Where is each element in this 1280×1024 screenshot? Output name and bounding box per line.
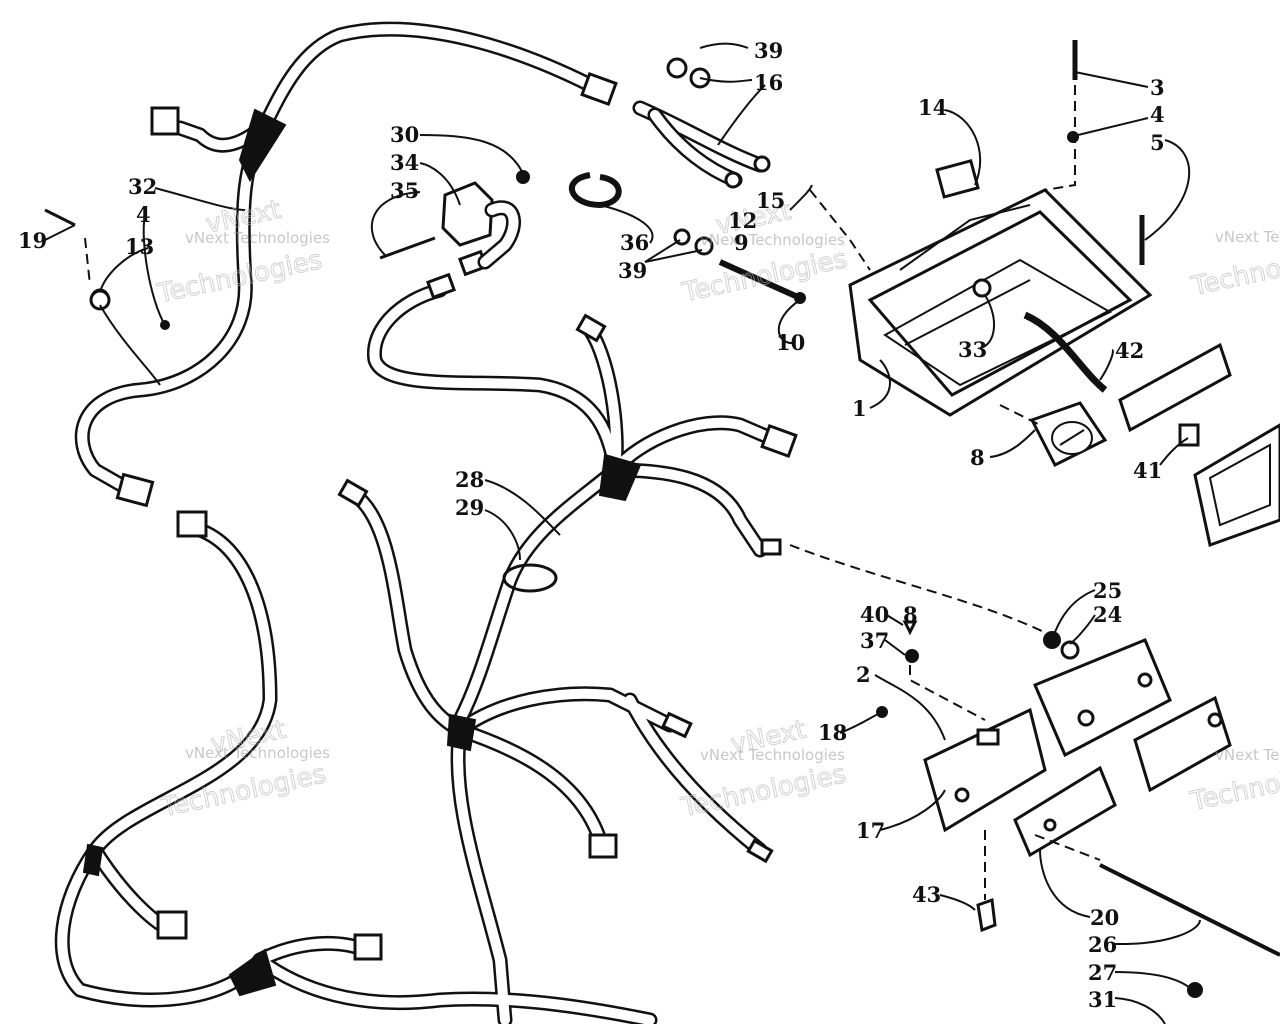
callout-29: 29 [455, 495, 484, 520]
connector [588, 833, 618, 859]
callout-17: 17 [856, 818, 885, 843]
cable-26 [1099, 863, 1280, 957]
connector [337, 478, 369, 508]
watermark-text: vNext Technologies [185, 744, 330, 762]
callout-39: 39 [618, 258, 647, 283]
connector [760, 538, 782, 556]
callout-18: 18 [818, 720, 847, 745]
callout-42: 42 [1115, 338, 1144, 363]
washer-4 [1067, 131, 1079, 143]
label-14 [935, 158, 980, 199]
callout-4: 4 [1150, 102, 1165, 127]
callout-20: 20 [1090, 905, 1119, 930]
callout-40: 40 [860, 602, 889, 627]
callout-4: 4 [136, 202, 151, 227]
connector [426, 272, 456, 300]
callout-25: 25 [1093, 578, 1122, 603]
callout-5: 5 [1150, 130, 1165, 155]
callout-31: 31 [1088, 987, 1117, 1012]
callout-36: 36 [620, 230, 649, 255]
callout-37: 37 [860, 628, 889, 653]
callout-34: 34 [390, 150, 419, 175]
snap-ring-36 [568, 172, 622, 209]
connector [760, 423, 798, 459]
watermark-text: vNext Technologies [700, 231, 845, 249]
screw-18 [876, 706, 888, 718]
callout-16: 16 [754, 70, 783, 95]
connector [176, 510, 208, 538]
washer-24 [1060, 640, 1080, 660]
callout-9: 9 [734, 230, 749, 255]
connector [115, 472, 155, 508]
assembly-lines [84, 85, 1101, 900]
callout-43: 43 [912, 882, 941, 907]
leader-lines [44, 42, 1201, 1024]
callout-3: 3 [1150, 75, 1165, 100]
connector [150, 106, 180, 136]
callout-30: 30 [390, 122, 419, 147]
callout-24: 24 [1093, 602, 1122, 627]
key-27 [1187, 982, 1203, 998]
nut-25 [1043, 631, 1061, 649]
hardware [44, 40, 1280, 998]
callout-14: 14 [918, 95, 947, 120]
wire-tie-29 [502, 563, 558, 593]
watermark-logo: Technologies [678, 759, 849, 823]
connector [580, 71, 618, 107]
callout-19: 19 [18, 228, 47, 253]
callout-12: 12 [728, 208, 757, 233]
wire-lead-42 [1023, 311, 1108, 393]
tachometer-8 [1029, 401, 1108, 468]
watermark-text: vNext Technologies [1215, 746, 1280, 764]
light-housing-17 [923, 638, 1232, 858]
connector [746, 838, 774, 864]
watermark-text: vNext Technologies [700, 746, 845, 764]
grommet [516, 170, 530, 184]
connector [156, 910, 188, 940]
callout-8: 8 [970, 445, 985, 470]
screw-40 [902, 620, 918, 636]
callout-27: 27 [1088, 960, 1117, 985]
callout-13: 13 [125, 234, 154, 259]
callout-15: 15 [756, 188, 785, 213]
callout-labels: 39 16 3 4 5 14 30 34 35 32 4 19 13 15 12… [18, 38, 1165, 1012]
callout-2: 2 [856, 662, 871, 687]
connector [575, 313, 607, 343]
callout-8: 8 [903, 602, 918, 627]
callout-41: 41 [1133, 458, 1162, 483]
watermark-text: vNext Technologies [1215, 228, 1280, 246]
bulb-socket-assembly [673, 228, 806, 304]
watermark-logo: Technologies [158, 759, 329, 823]
sub-harness-16 [632, 57, 771, 189]
watermark-text: vNext Technologies [185, 229, 330, 247]
module-34 [379, 181, 521, 270]
callout-10: 10 [776, 330, 805, 355]
switch-43 [976, 897, 997, 933]
connector [353, 933, 383, 961]
bracket-41 [1118, 342, 1280, 547]
dash-panel-housing [848, 188, 1153, 417]
callout-32: 32 [128, 174, 157, 199]
callout-39: 39 [754, 38, 783, 63]
watermark-logo: Technologies [1188, 238, 1280, 302]
screw-19 [44, 208, 76, 227]
callout-33: 33 [958, 337, 987, 362]
connector [661, 711, 693, 739]
callout-35: 35 [390, 178, 419, 203]
grommet-37 [905, 649, 919, 663]
callout-28: 28 [455, 467, 484, 492]
callout-26: 26 [1088, 932, 1117, 957]
callout-1: 1 [852, 396, 867, 421]
